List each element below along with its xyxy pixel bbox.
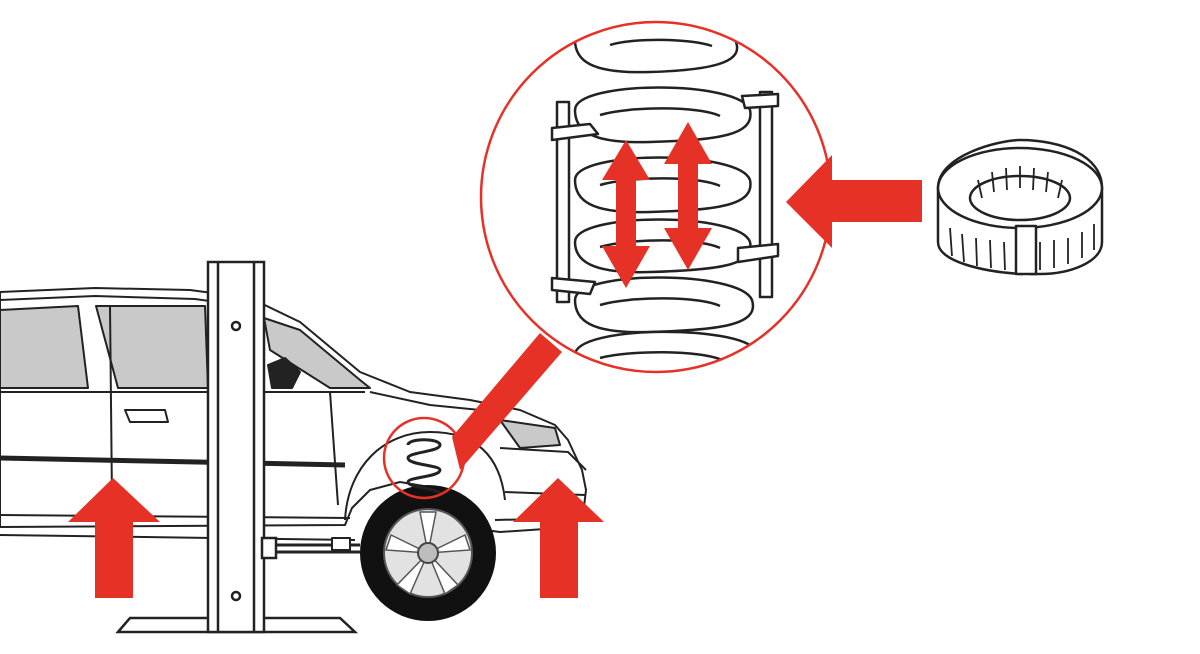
compressor-hook-bottom-left bbox=[550, 276, 597, 296]
car-window-rear bbox=[0, 305, 89, 389]
zoom-circle-icon bbox=[479, 20, 833, 374]
compressor-hook-top-right bbox=[740, 92, 780, 110]
car-side-mirror bbox=[267, 357, 301, 389]
car-windshield bbox=[263, 317, 371, 389]
compressor-rod-right bbox=[758, 90, 774, 299]
wheel-icon bbox=[360, 485, 496, 621]
up-arrow-front bbox=[513, 478, 604, 598]
buffer-slit bbox=[1014, 224, 1038, 276]
small-spring-coils bbox=[406, 438, 442, 495]
car-wheel-arch bbox=[344, 431, 506, 521]
car-door-line-b bbox=[109, 305, 113, 501]
lift-post-bolt-top bbox=[230, 320, 242, 332]
lift-post-bolt-bottom bbox=[230, 590, 242, 602]
compressor-hook-top-left bbox=[550, 122, 600, 142]
left-arrow-icon bbox=[786, 155, 922, 248]
car-door-handle bbox=[124, 409, 169, 423]
lift-arm-joint bbox=[260, 536, 278, 560]
car-side-molding bbox=[0, 455, 346, 468]
lift-post-inner-line bbox=[216, 262, 256, 632]
lift-post-icon bbox=[115, 260, 359, 634]
car-rocker-line-2 bbox=[0, 534, 356, 541]
zoom-callout-wedge bbox=[452, 333, 562, 470]
rim-spokes bbox=[384, 511, 472, 596]
car-rocker-line bbox=[0, 514, 351, 519]
up-arrow-rear bbox=[68, 478, 160, 598]
compressor-rod-left bbox=[555, 100, 571, 304]
lift-post-column bbox=[206, 260, 266, 634]
buffer-outer-ribs bbox=[949, 224, 1095, 271]
compressor-hook-bottom-right bbox=[736, 242, 780, 264]
coil-spring-icon bbox=[406, 438, 442, 495]
spring-buffer-icon bbox=[936, 138, 1104, 276]
hub bbox=[417, 542, 439, 564]
up-arrow-icon bbox=[68, 478, 604, 598]
double-arrow-left bbox=[602, 140, 650, 288]
spring-compressor bbox=[550, 90, 780, 304]
lift-pad-front bbox=[331, 537, 351, 551]
buffer-inner-ribs bbox=[977, 166, 1063, 199]
car-headlight bbox=[499, 419, 561, 449]
double-arrow-right bbox=[664, 122, 712, 270]
double-arrow-icon bbox=[602, 122, 712, 288]
car-door-line-a bbox=[329, 391, 339, 506]
